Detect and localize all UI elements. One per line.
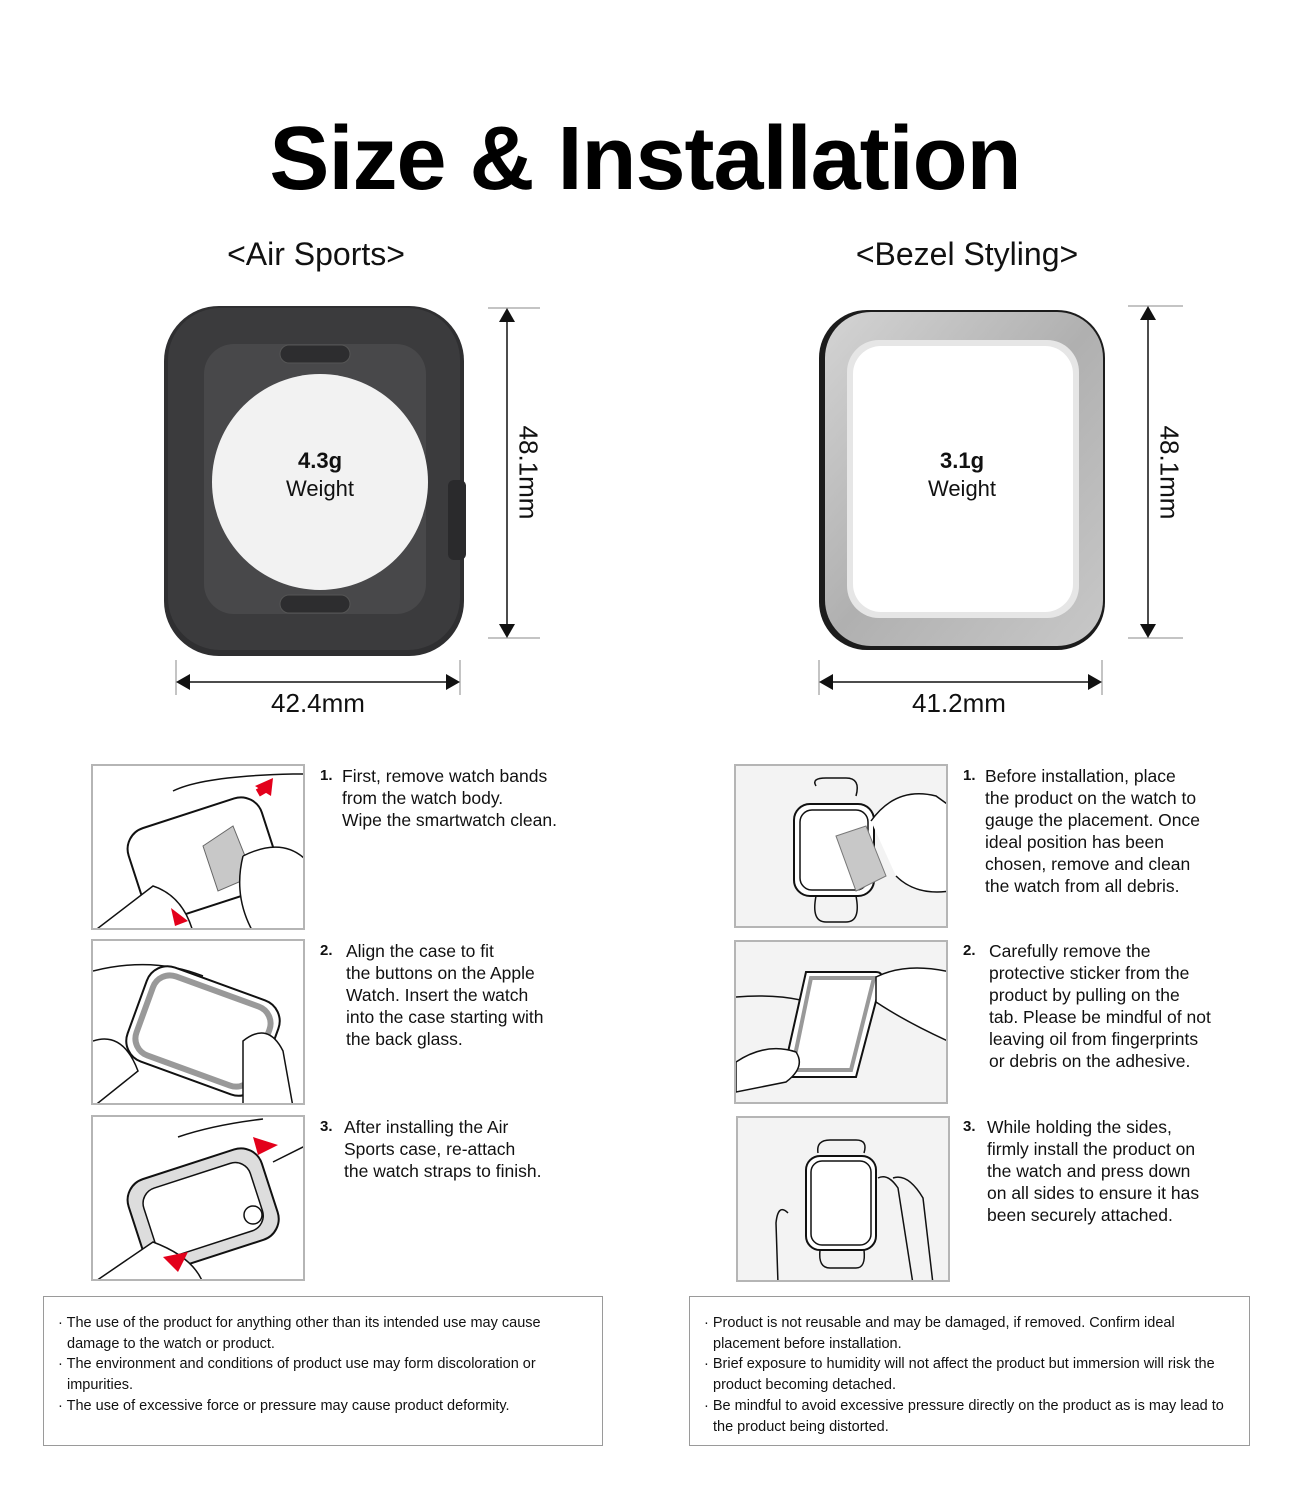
step-description: While holding the sides, firmly install … xyxy=(987,1117,1200,1225)
page-title: Size & Installation xyxy=(269,109,1021,209)
step-left-3: 3. After installing the Air Sports case,… xyxy=(320,1116,580,1182)
air-sports-height: 48.1mm xyxy=(513,425,544,520)
step-number: 3. xyxy=(963,1118,976,1135)
step-right-1: 1. Before installation, place the produc… xyxy=(963,765,1213,897)
step-number: 1. xyxy=(320,767,333,784)
step-left-1: 1. First, remove watch bands from the wa… xyxy=(320,765,570,831)
reattach-strap-illustration xyxy=(91,1115,305,1281)
air-sports-width: 42.4mm xyxy=(271,688,365,718)
weight-value: 4.3g xyxy=(297,448,343,473)
bezel-styling-image xyxy=(818,305,1183,695)
bezel-styling-height: 48.1mm xyxy=(1154,425,1185,520)
step-number: 2. xyxy=(320,942,333,959)
weight-value: 3.1g xyxy=(939,448,985,473)
peel-sticker-illustration xyxy=(734,940,948,1104)
note-item: The use of excessive force or pressure m… xyxy=(58,1396,588,1417)
note-item: The use of the product for anything othe… xyxy=(58,1313,588,1354)
step-description: Align the case to fit the buttons on the… xyxy=(346,941,544,1049)
air-sports-case-image xyxy=(164,306,540,695)
step-description: Before installation, place the product o… xyxy=(985,766,1201,896)
air-sports-weight: 4.3g Weight xyxy=(240,448,400,502)
step-number: 2. xyxy=(963,942,976,959)
step-description: First, remove watch bands from the watch… xyxy=(342,766,557,830)
note-item: Product is not reusable and may be damag… xyxy=(704,1313,1235,1354)
note-item: The environment and conditions of produc… xyxy=(58,1354,588,1395)
caution-notes-air-sports: The use of the product for anything othe… xyxy=(43,1296,603,1446)
bezel-styling-weight: 3.1g Weight xyxy=(882,448,1042,502)
step-description: Carefully remove the protective sticker … xyxy=(989,941,1211,1071)
step-right-3: 3. While holding the sides, firmly insta… xyxy=(963,1116,1233,1226)
step-left-2: 2. Align the case to fit the buttons on … xyxy=(320,940,580,1050)
caution-notes-bezel-styling: Product is not reusable and may be damag… xyxy=(689,1296,1250,1446)
wipe-watch-illustration xyxy=(91,764,305,930)
insert-case-illustration xyxy=(91,939,305,1105)
press-bezel-illustration xyxy=(736,1116,950,1282)
step-right-2: 2. Carefully remove the protective stick… xyxy=(963,940,1233,1072)
product-title-bezel-styling: <Bezel Styling> xyxy=(855,236,1079,272)
product-title-air-sports: <Air Sports> xyxy=(227,236,405,272)
step-description: After installing the Air Sports case, re… xyxy=(344,1117,542,1181)
weight-label: Weight xyxy=(927,476,997,501)
note-item: Be mindful to avoid excessive pressure d… xyxy=(704,1396,1235,1437)
note-item: Brief exposure to humidity will not affe… xyxy=(704,1354,1235,1395)
clean-watch-illustration xyxy=(734,764,948,928)
weight-label: Weight xyxy=(285,476,355,501)
step-number: 1. xyxy=(963,767,976,784)
step-number: 3. xyxy=(320,1118,333,1135)
bezel-styling-width: 41.2mm xyxy=(912,688,1006,718)
